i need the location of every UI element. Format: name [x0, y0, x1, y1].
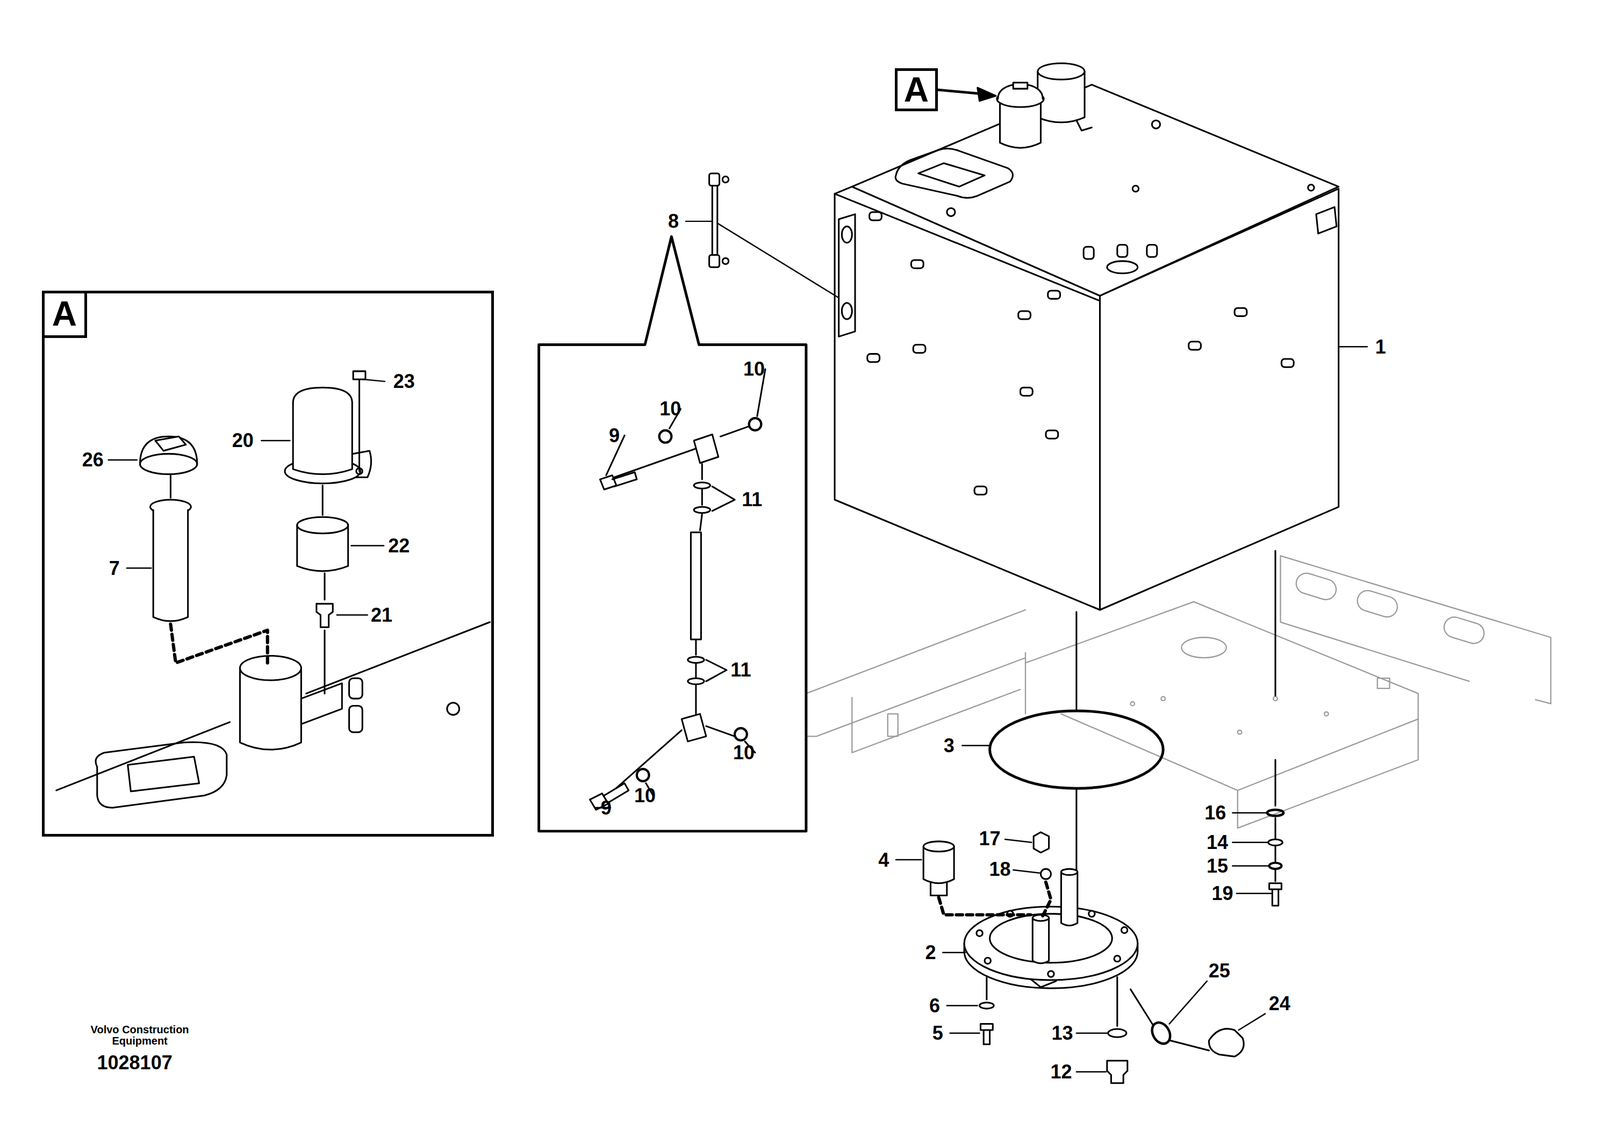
detail-a-parts	[56, 371, 491, 808]
callout-number: 9	[600, 798, 612, 819]
callout-number: 10	[733, 742, 755, 764]
callout-number: 22	[388, 535, 410, 557]
callout-number: 14	[1206, 832, 1229, 853]
leader-lines	[685, 221, 1368, 1073]
callout-number: 6	[929, 995, 941, 1017]
callout-number: 15	[1206, 856, 1229, 877]
callout-number: 2	[925, 942, 937, 964]
detail-letter: A	[44, 293, 88, 339]
detail-panel	[539, 236, 807, 832]
callout-number: 13	[1051, 1023, 1073, 1044]
callout-number: 9	[608, 425, 620, 447]
detail-panel: A	[41, 290, 494, 837]
callout-number: 23	[393, 371, 415, 392]
callout-number: 10	[634, 785, 656, 807]
callout-number: 12	[1050, 1062, 1073, 1083]
callout-number: 25	[1208, 961, 1231, 982]
callout-number: 26	[82, 449, 104, 471]
callout-number: 5	[932, 1023, 944, 1044]
hydraulic-tank	[834, 63, 1339, 611]
callout-number: 11	[730, 659, 751, 681]
callout-number: 21	[370, 605, 393, 626]
callout-box: A	[894, 68, 938, 112]
callout-number: 18	[989, 859, 1011, 880]
callout-number: 10	[743, 359, 765, 380]
callout-number: 19	[1211, 883, 1233, 904]
callout-number: 17	[979, 828, 1001, 850]
callout-number: 24	[1268, 993, 1291, 1015]
callout-number: 7	[109, 558, 120, 579]
bottom-parts	[923, 550, 1284, 1084]
callout-number: 1	[1375, 336, 1387, 358]
callout-number: 11	[741, 489, 763, 511]
detail-letter: A	[903, 72, 929, 107]
callout-number: 4	[878, 850, 889, 871]
chassis-frame	[806, 555, 1552, 829]
sight-gauge	[709, 173, 729, 268]
callout-number: 3	[943, 735, 955, 757]
callout-number: 8	[668, 211, 679, 232]
publisher-text: Volvo Construction Equipment	[75, 1024, 205, 1047]
callout-number: 20	[232, 430, 254, 451]
callout-number: 16	[1204, 802, 1226, 824]
drawing-number: 1028107	[97, 1052, 173, 1074]
callout-number: 10	[659, 398, 681, 420]
